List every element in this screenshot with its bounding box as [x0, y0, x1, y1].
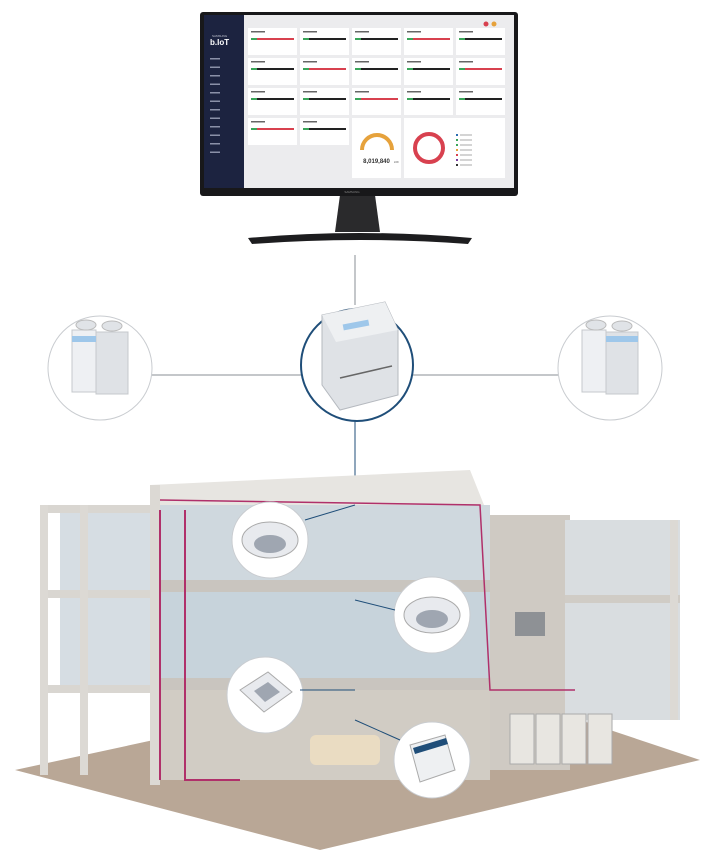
donut-chart: [413, 132, 445, 164]
monitor: SAMSUNG b.IoT 8,019,840 kWh SAMSUNG: [200, 12, 518, 244]
indoor-connectors: [300, 504, 401, 741]
donut-card[interactable]: [404, 118, 505, 178]
status-bar: [251, 98, 294, 100]
gauge-unit: kWh: [394, 161, 400, 164]
indoor-unit-cassette: [226, 656, 304, 734]
sidebar-item[interactable]: [210, 66, 220, 69]
status-bar: [355, 68, 398, 70]
building: [15, 470, 700, 850]
legend-item: [456, 164, 458, 166]
status-bar: [407, 68, 450, 70]
status-bar: [355, 38, 398, 40]
app-logo: b.IoT: [210, 38, 229, 47]
status-bar: [459, 68, 502, 70]
gateway-hub: [300, 301, 414, 422]
legend-item: [456, 154, 458, 156]
indoor-unit-ceiling-2: [393, 576, 471, 654]
status-bar: [303, 68, 346, 70]
outdoor-unit-left: [47, 315, 153, 421]
sidebar-brand: SAMSUNG: [212, 34, 228, 38]
legend-item: [456, 159, 458, 161]
status-bar: [459, 38, 502, 40]
indoor-unit-floor: [393, 721, 471, 799]
status-bar: [251, 38, 294, 40]
sidebar-item[interactable]: [210, 58, 220, 60]
legend-item: [456, 144, 458, 146]
bezel-brand: SAMSUNG: [344, 190, 360, 194]
status-bar: [251, 68, 294, 70]
sidebar-item[interactable]: [210, 100, 220, 103]
status-bar: [303, 98, 346, 100]
sidebar-item[interactable]: [210, 117, 220, 120]
sidebar-item[interactable]: [210, 92, 220, 94]
sidebar-item[interactable]: [210, 83, 220, 86]
status-bar: [251, 128, 294, 130]
sidebar-item[interactable]: [210, 75, 220, 77]
status-bar: [407, 98, 450, 100]
sidebar-item[interactable]: [210, 134, 220, 137]
gauge-value: 8,019,840: [363, 159, 390, 165]
status-bar: [355, 98, 398, 100]
legend-item: [456, 149, 458, 151]
sidebar-item[interactable]: [210, 143, 220, 145]
indoor-unit-ceiling-1: [231, 501, 309, 579]
sidebar-item[interactable]: [210, 151, 220, 154]
status-bar: [303, 38, 346, 40]
status-bar: [459, 98, 502, 100]
sidebar-item[interactable]: [210, 109, 220, 111]
legend-item: [456, 139, 458, 141]
legend-item: [456, 134, 458, 136]
sidebar-item[interactable]: [210, 126, 220, 128]
status-bar: [407, 38, 450, 40]
outdoor-unit-right: [557, 315, 663, 421]
status-bar: [303, 128, 346, 130]
energy-gauge: [360, 133, 394, 151]
